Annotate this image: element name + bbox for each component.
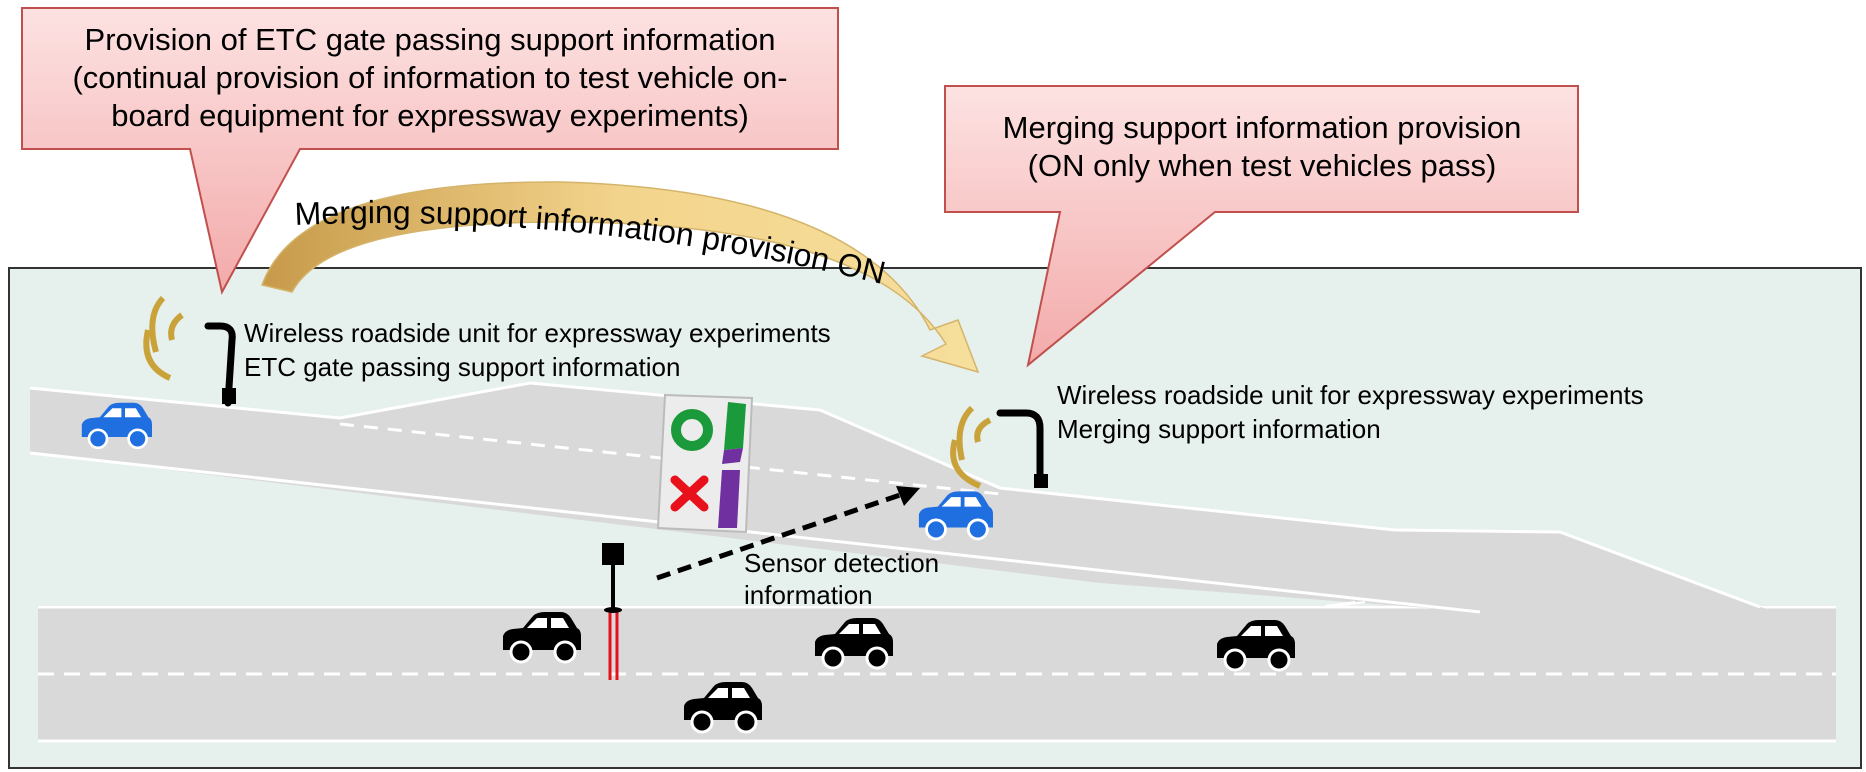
vehicle-icon: [503, 612, 581, 664]
merging-arrow: [261, 181, 980, 374]
vehicle-icon: [815, 618, 893, 670]
rsu-etc-line2: ETC gate passing support information: [244, 352, 681, 382]
green-circle-icon: [671, 409, 713, 451]
signal-icon: [143, 295, 184, 381]
rsu-merge-line2: Merging support information: [1057, 414, 1381, 444]
main-road: [38, 605, 1836, 743]
callout-merge-text: Merging support information provision (O…: [948, 109, 1576, 185]
sensor-arrow: [656, 486, 920, 581]
sensor-line2: information: [744, 580, 873, 610]
vehicle-icon: [1217, 620, 1295, 672]
callout-etc-line2: (continual provision of information to t…: [72, 60, 788, 95]
callout-etc: [21, 7, 839, 295]
callout-etc-text: Provision of ETC gate passing support in…: [30, 21, 830, 135]
sensor-pole: [602, 543, 624, 680]
sensor-label: Sensor detection information: [744, 547, 939, 611]
purple-bar-lower: [718, 470, 740, 528]
test-vehicle-icon: [918, 491, 993, 541]
callout-merge: [944, 85, 1579, 368]
vehicle-icon: [684, 682, 762, 734]
red-cross-icon: [670, 475, 709, 512]
roadside-unit-etc: [143, 295, 236, 407]
callout-merge-line2: (ON only when test vehicles pass): [1027, 148, 1497, 183]
purple-bar: [722, 448, 743, 464]
green-bar: [724, 402, 746, 450]
callout-etc-line1: Provision of ETC gate passing support in…: [84, 22, 776, 57]
test-vehicle-icon: [81, 402, 152, 450]
callout-etc-line3: board equipment for expressway experimen…: [111, 98, 749, 133]
callout-merge-line1: Merging support information provision: [1002, 110, 1522, 145]
roadside-unit-merge: [950, 405, 1048, 489]
signal-icon: [950, 405, 992, 489]
rsu-etc-label: Wireless roadside unit for expressway ex…: [244, 316, 831, 384]
rsu-etc-line1: Wireless roadside unit for expressway ex…: [244, 318, 831, 348]
ramp-meter-sign: [656, 393, 754, 534]
rsu-merge-label: Wireless roadside unit for expressway ex…: [1057, 378, 1644, 446]
rsu-merge-line1: Wireless roadside unit for expressway ex…: [1057, 380, 1644, 410]
sensor-line1: Sensor detection: [744, 548, 940, 578]
